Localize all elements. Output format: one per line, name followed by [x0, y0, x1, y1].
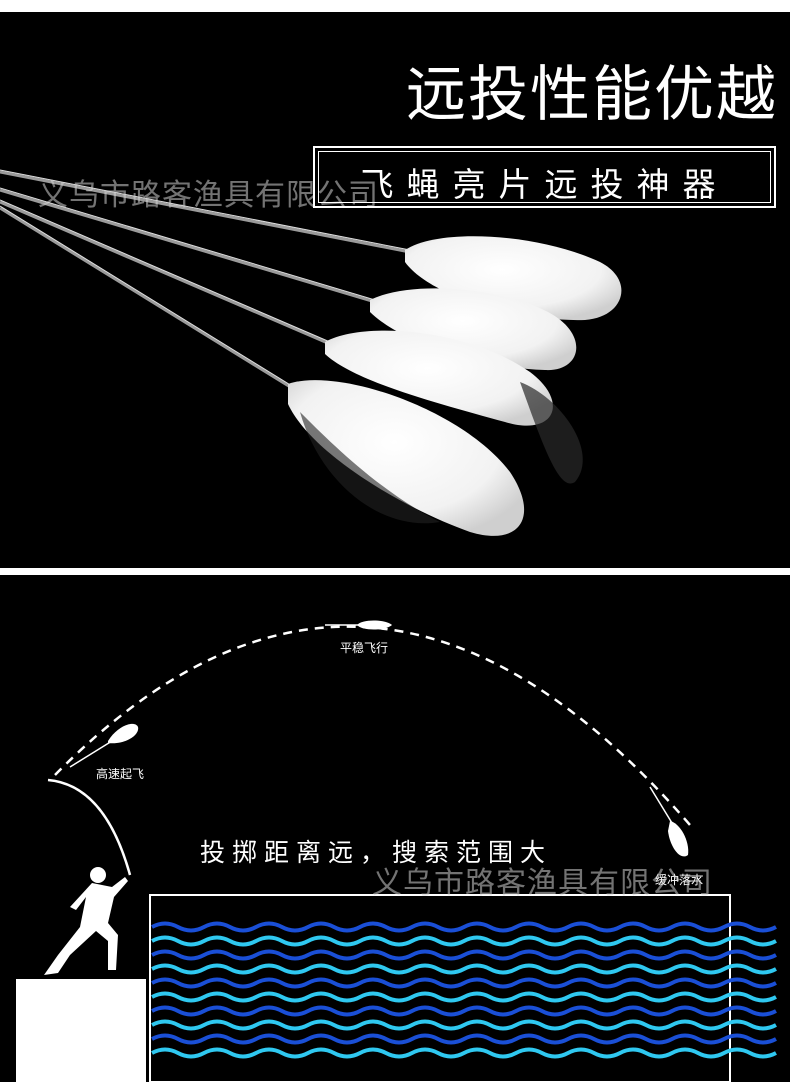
- product-photo-panel: 义乌市路客渔具有限公司 远投性能优越 飞蝇亮片远投神器: [0, 12, 790, 568]
- watermark-text-bottom: 义乌市路客渔具有限公司: [372, 866, 713, 901]
- slogan-text: 投掷距离远，搜索范围大: [200, 838, 553, 867]
- water-waves: [151, 921, 777, 1059]
- rod-3: [0, 200, 331, 346]
- label-takeoff: 高速起飞: [96, 767, 145, 781]
- casting-diagram-panel: 高速起飞 平稳飞行 缓冲落水 投掷距离远，搜索范围大 义乌市路客渔具有限公司: [0, 575, 790, 1082]
- wave-line: [151, 1019, 777, 1031]
- float-4: [288, 380, 525, 536]
- label-landing: 缓冲落水: [655, 873, 704, 887]
- casting-diagram: [16, 620, 777, 1082]
- float-1: [405, 236, 622, 321]
- wave-line: [151, 963, 777, 975]
- wave-line: [151, 935, 777, 947]
- subheadline-text: 飞蝇亮片远投神器: [360, 165, 729, 204]
- wave-line: [151, 991, 777, 1003]
- angler-silhouette: [44, 867, 128, 975]
- fishing-rod: [47, 778, 132, 876]
- rod-4: [0, 206, 293, 390]
- rod-2: [0, 188, 376, 304]
- page-headline: 远投性能优越: [406, 60, 778, 130]
- subheadline-box: 飞蝇亮片远投神器: [313, 146, 776, 208]
- platform: [16, 979, 146, 1082]
- wave-line: [151, 949, 777, 961]
- float-3: [325, 330, 553, 426]
- landing-float-icon: [649, 786, 689, 857]
- wave-line: [151, 977, 777, 989]
- float-2: [370, 288, 577, 371]
- takeoff-float-icon: [69, 723, 139, 768]
- label-flight: 平稳飞行: [340, 641, 389, 655]
- wave-line: [151, 1005, 777, 1017]
- flight-arc: [54, 625, 691, 826]
- floats-illustration: [0, 169, 622, 536]
- wave-line: [151, 1047, 777, 1059]
- flight-float-icon: [325, 620, 392, 630]
- wave-line: [151, 921, 777, 933]
- rod-1: [0, 170, 411, 254]
- wave-line: [151, 1033, 777, 1045]
